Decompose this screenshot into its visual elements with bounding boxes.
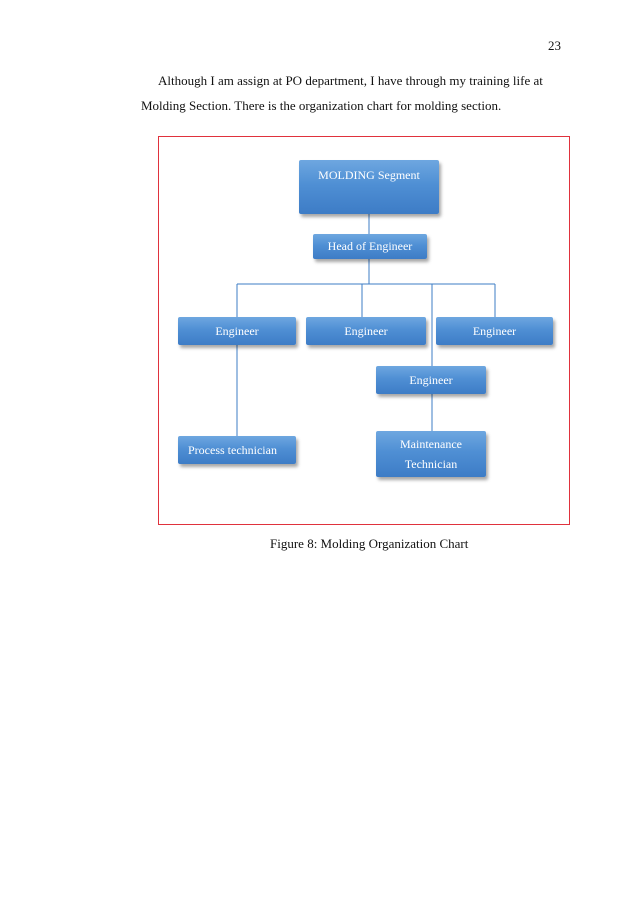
maintenance-technician-line-1: Maintenance [400,437,462,451]
figure-caption: Figure 8: Molding Organization Chart [270,536,469,551]
org-node-process-technician: Process technician [178,436,296,464]
org-node-engineer-left: Engineer [178,317,296,345]
org-node-engineer-sub: Engineer [376,366,486,394]
org-node-maintenance-technician: Maintenance Technician [376,431,486,477]
page-number: 23 [548,38,561,53]
maintenance-technician-line-2: Technician [404,457,458,471]
paragraph-line-1: Although I am assign at PO department, I… [158,73,543,88]
paragraph-line-2: Molding Section. There is the organizati… [141,98,502,113]
org-node-engineer-right: Engineer [436,317,553,345]
org-node-head-of-engineer: Head of Engineer [313,234,427,259]
org-node-engineer-middle: Engineer [306,317,426,345]
org-chart-frame [158,136,570,525]
org-node-molding-segment: MOLDING Segment [299,160,439,214]
